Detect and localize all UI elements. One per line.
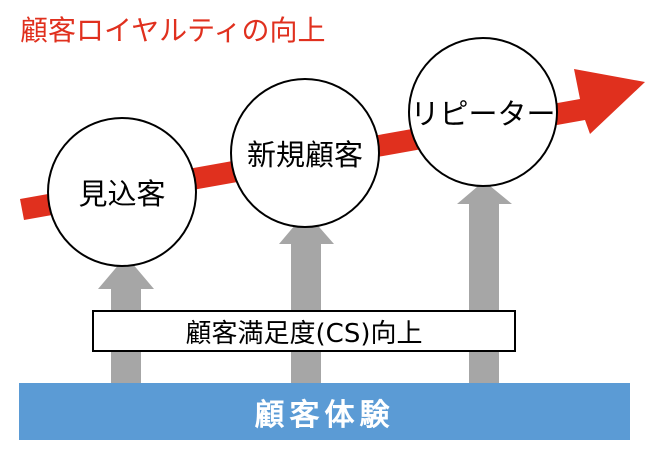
customer-experience-bar: 顧客体験	[19, 383, 630, 440]
stage-circle-prospect: 見込客	[47, 117, 197, 267]
customer-experience-label: 顧客体験	[254, 397, 395, 433]
page-title: 顧客ロイヤルティの向上	[20, 14, 326, 47]
stage-circle-new-customer: 新規顧客	[230, 78, 380, 228]
cs-improvement-label: 顧客満足度(CS)向上	[185, 318, 423, 349]
stage-label-new-customer: 新規顧客	[246, 138, 363, 172]
support-arrow-new-customer	[279, 212, 334, 383]
stage-circle-repeater: リピーター	[408, 37, 558, 187]
stage-label-prospect: 見込客	[78, 177, 166, 211]
stage-label-repeater: リピーター	[410, 97, 556, 131]
cs-improvement-box: 顧客満足度(CS)向上	[92, 310, 516, 352]
support-arrow-repeater	[457, 181, 512, 383]
